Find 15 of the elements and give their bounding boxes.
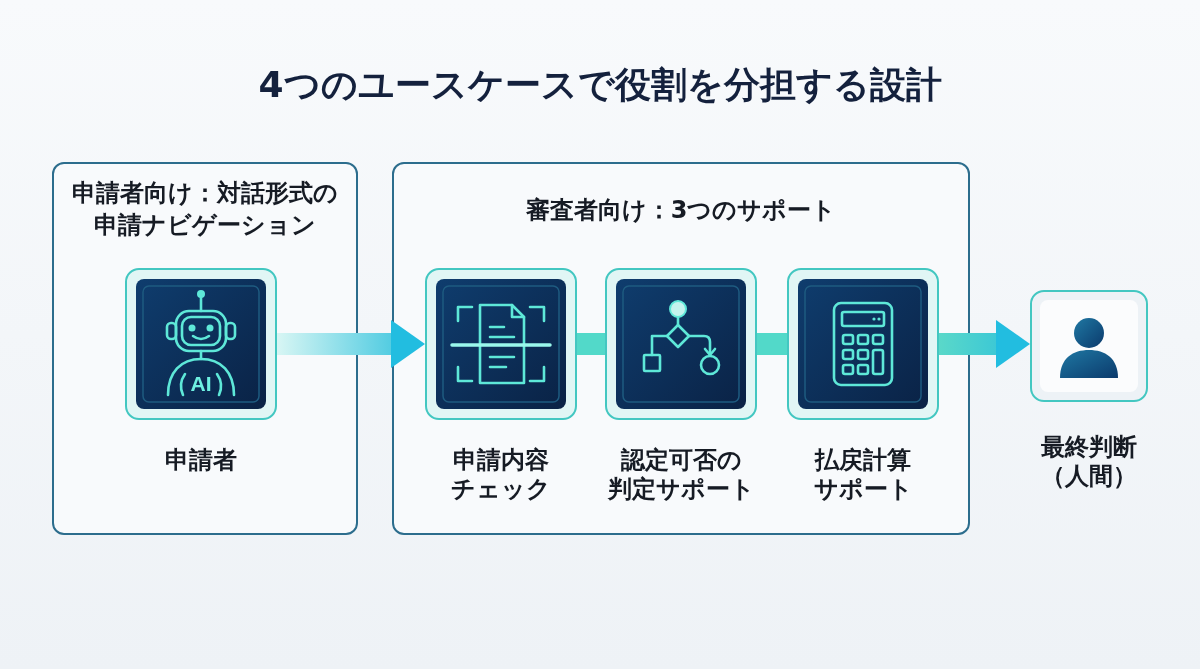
panel — [392, 162, 970, 535]
node-label: 申請内容チェック — [450, 446, 552, 504]
title: 4つのユースケースで役割を分担する設計 — [258, 63, 942, 107]
node-label: 申請者 — [164, 446, 238, 475]
panel — [52, 162, 358, 535]
node-label: 払戻計算サポート — [813, 446, 913, 504]
panel-heading: 申請者向け：対話形式の申請ナビゲーション — [71, 178, 339, 241]
node-label: 最終判断（人間） — [1040, 433, 1138, 491]
arrow — [277, 320, 425, 368]
node-label: 認定可否の判定サポート — [607, 446, 755, 504]
arrow — [939, 320, 1030, 368]
connector-line — [577, 333, 605, 355]
connector-line — [757, 333, 787, 355]
panel-heading: 審査者向け：3つのサポート — [525, 195, 837, 226]
icon-text: AI — [190, 373, 212, 395]
